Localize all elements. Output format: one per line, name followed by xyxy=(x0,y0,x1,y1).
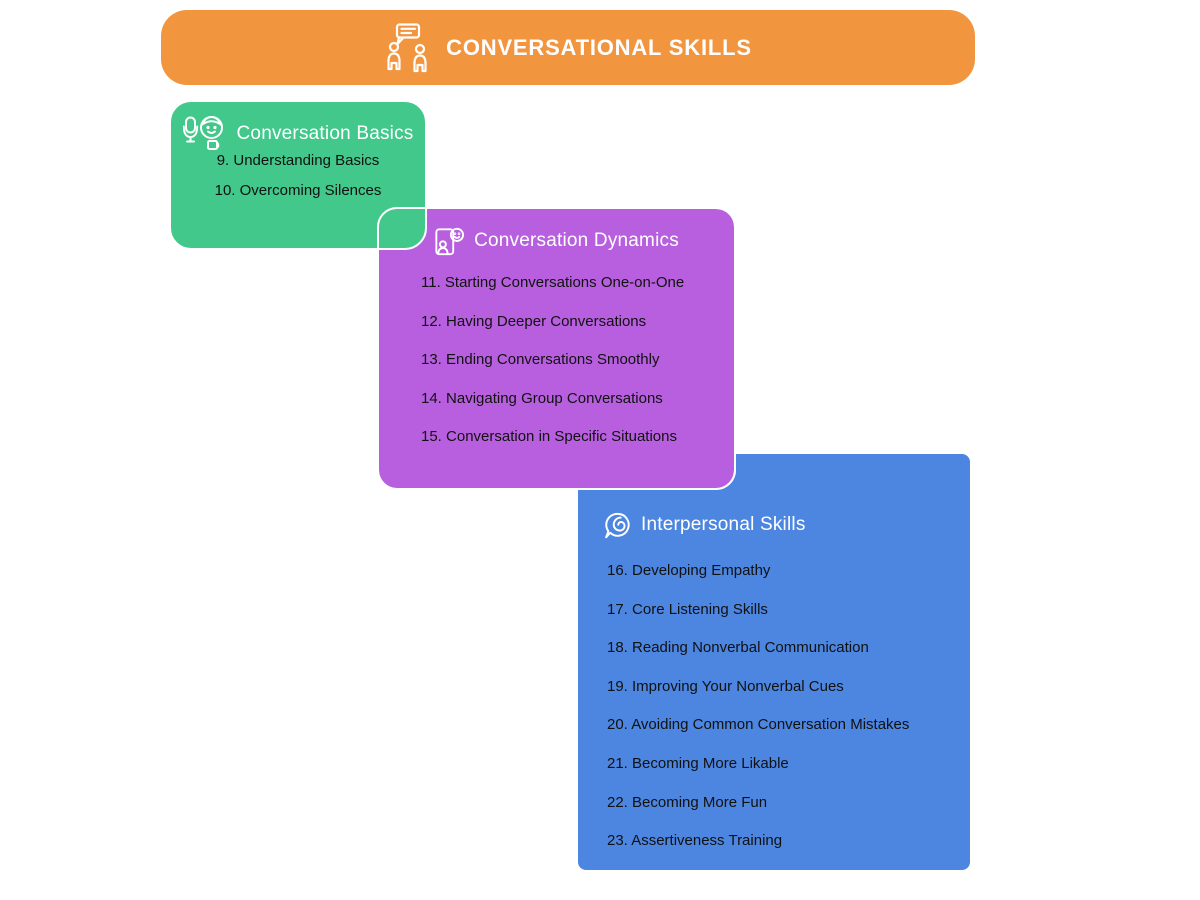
list-item: 22. Becoming More Fun xyxy=(607,793,768,811)
section-header: Conversation Basics xyxy=(171,112,425,156)
section-title: Interpersonal Skills xyxy=(641,514,806,535)
list-item: 17. Core Listening Skills xyxy=(607,600,768,618)
people-chat-icon xyxy=(384,22,430,73)
banner-conversational-skills: CONVERSATIONAL SKILLS xyxy=(161,10,975,85)
list-item: 18. Reading Nonverbal Communication xyxy=(607,639,869,657)
presenter-board-icon xyxy=(434,225,465,257)
section-conversation-basics: Conversation Basics 9. Understanding Bas… xyxy=(169,100,427,250)
section-conversation-dynamics: Conversation Dynamics 11. Starting Conve… xyxy=(377,207,736,490)
section-header: Interpersonal Skills xyxy=(603,510,970,540)
section-items: 16. Developing Empathy 17. Core Listenin… xyxy=(607,552,970,861)
list-item: 14. Navigating Group Conversations xyxy=(421,389,663,407)
list-item: 12. Having Deeper Conversations xyxy=(421,312,647,330)
section-items: 9. Understanding Basics 10. Overcoming S… xyxy=(171,146,425,206)
interview-icon xyxy=(182,113,230,156)
banner-title: CONVERSATIONAL SKILLS xyxy=(446,34,752,60)
section-interpersonal-skills: Interpersonal Skills 16. Developing Empa… xyxy=(576,452,972,872)
spiral-bubble-icon xyxy=(603,511,632,540)
list-item: 19. Improving Your Nonverbal Cues xyxy=(607,677,844,695)
section-title: Conversation Basics xyxy=(236,123,414,144)
list-item: 15. Conversation in Specific Situations xyxy=(421,428,677,445)
list-item: 10. Overcoming Silences xyxy=(214,182,382,199)
list-item: 20. Avoiding Common Conversation Mistake… xyxy=(607,716,910,734)
list-item: 9. Understanding Basics xyxy=(216,152,380,169)
section-title: Conversation Dynamics xyxy=(474,230,679,251)
list-item: 21. Becoming More Likable xyxy=(607,754,789,772)
list-item: 23. Assertiveness Training xyxy=(607,832,783,850)
list-item: 13. Ending Conversations Smoothly xyxy=(421,351,660,368)
list-item: 16. Developing Empathy xyxy=(607,562,771,579)
list-item: 11. Starting Conversations One-on-One xyxy=(421,274,685,291)
section-header: Conversation Dynamics xyxy=(379,225,734,257)
section-items: 11. Starting Conversations One-on-One 12… xyxy=(421,264,734,457)
